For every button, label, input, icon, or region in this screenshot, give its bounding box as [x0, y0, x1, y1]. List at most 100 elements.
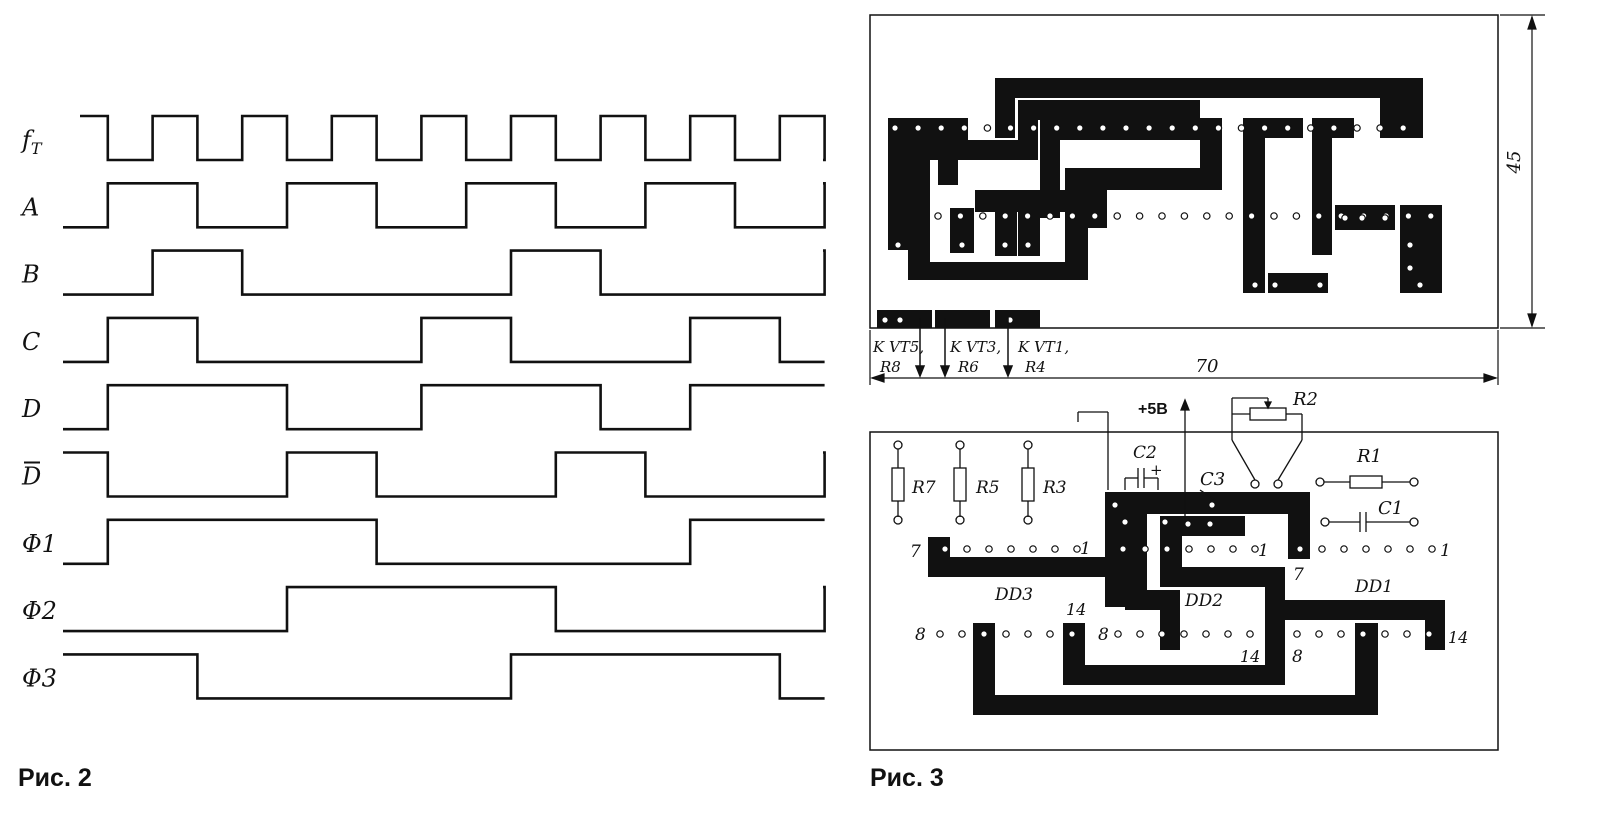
waveform-1	[63, 182, 826, 229]
pin-dd3-14: 14	[1066, 600, 1086, 619]
label-plus5v: +5В	[1138, 401, 1168, 418]
label-r7: R7	[911, 478, 936, 498]
via-hole	[1191, 124, 1200, 132]
dim-width-label: 70	[1196, 356, 1219, 377]
via-hole	[1208, 501, 1216, 509]
pin-dd1-1: 1	[1440, 541, 1451, 561]
via-hole	[1184, 520, 1192, 528]
via-hole	[1023, 212, 1032, 220]
via-hole	[1246, 630, 1254, 638]
signal-label-2: B	[21, 261, 40, 289]
via-hole	[1381, 214, 1389, 222]
via-hole	[1136, 630, 1144, 638]
via-hole	[1403, 630, 1411, 638]
via-hole	[1247, 212, 1256, 220]
via-hole	[1002, 630, 1010, 638]
via-hole	[1068, 212, 1077, 220]
via-hole	[1006, 124, 1015, 132]
via-hole	[1076, 124, 1084, 132]
label-c2: C2	[1133, 443, 1157, 463]
via-hole	[1237, 124, 1246, 132]
label-c1: C1	[1378, 498, 1403, 519]
fig2-caption: Рис. 2	[18, 764, 92, 792]
via-hole	[1214, 124, 1223, 132]
via-hole	[941, 545, 949, 553]
via-hole	[1180, 630, 1188, 638]
via-hole	[1111, 501, 1119, 509]
pcb-drawings: 70 45 K VT5, R8 K VT3, R6 K VT1, R4	[869, 14, 1545, 751]
via-hole	[958, 630, 966, 638]
pin-dd1-7: 7	[1293, 565, 1304, 585]
via-hole	[1119, 545, 1127, 553]
via-hole	[1168, 124, 1177, 132]
via-hole	[1068, 630, 1076, 638]
via-hole	[1046, 630, 1054, 638]
signal-label-0: fT	[20, 126, 43, 158]
via-hole	[1425, 630, 1433, 638]
via-hole	[1353, 124, 1361, 132]
via-hole	[1358, 214, 1366, 222]
waveform-4	[63, 383, 825, 431]
via-hole	[978, 212, 987, 220]
label-dd1: DD1	[1354, 577, 1393, 597]
via-hole	[881, 316, 889, 324]
via-hole	[1406, 264, 1414, 272]
via-hole	[1270, 212, 1278, 220]
waveform-8	[63, 653, 825, 700]
label-c3: C3	[1200, 469, 1225, 490]
via-hole	[1293, 630, 1301, 638]
via-hole	[896, 316, 904, 324]
signal-label-7: Φ2	[22, 597, 57, 625]
via-hole	[1207, 545, 1215, 553]
pin-dd3-7: 7	[910, 542, 921, 562]
connector-label-3a: K VT1,	[1017, 338, 1069, 356]
via-hole	[1296, 545, 1304, 553]
via-hole	[1224, 630, 1232, 638]
connector-arrows	[914, 318, 1014, 379]
via-hole	[1427, 212, 1435, 220]
via-hole	[1052, 124, 1061, 132]
via-hole	[934, 212, 942, 220]
pcb-top-board: 70 45 K VT5, R8 K VT3, R6 K VT1, R4	[869, 14, 1545, 385]
via-hole	[1158, 630, 1166, 638]
label-r5: R5	[975, 478, 1000, 498]
via-hole	[1099, 124, 1107, 132]
via-hole	[1251, 281, 1259, 289]
dimension-width	[869, 330, 1499, 385]
via-hole	[1318, 545, 1326, 553]
pin-dd2-14: 14	[1240, 647, 1260, 666]
via-hole	[937, 124, 946, 132]
via-hole	[1029, 124, 1038, 132]
signal-label-3: C	[22, 328, 40, 356]
via-hole	[1001, 212, 1010, 220]
connector-label-3b: R4	[1024, 358, 1046, 376]
via-hole	[1145, 124, 1153, 132]
via-hole	[1359, 630, 1367, 638]
dim-height-label: 45	[1504, 151, 1525, 175]
via-hole	[1141, 545, 1149, 553]
via-hole	[1341, 214, 1349, 222]
pin-dd3-8: 8	[915, 625, 926, 645]
via-hole	[1203, 212, 1211, 220]
label-dd2: DD2	[1184, 591, 1223, 611]
label-r3: R3	[1042, 478, 1067, 498]
waveform-2	[63, 249, 826, 296]
via-hole	[936, 630, 944, 638]
via-hole	[1271, 281, 1279, 289]
via-hole	[1122, 124, 1130, 132]
connector-label-1b: R8	[879, 358, 901, 376]
label-c2-plus: +	[1150, 461, 1163, 479]
via-hole	[1051, 545, 1059, 553]
label-r1: R1	[1356, 446, 1382, 467]
via-hole	[1283, 124, 1292, 132]
via-hole	[1399, 124, 1408, 132]
signal-label-8: Φ3	[22, 664, 57, 692]
via-hole	[1406, 241, 1414, 249]
waveform-3	[63, 316, 825, 364]
via-hole	[1046, 212, 1054, 220]
label-dd3: DD3	[994, 585, 1033, 605]
waveform-0	[80, 114, 826, 162]
